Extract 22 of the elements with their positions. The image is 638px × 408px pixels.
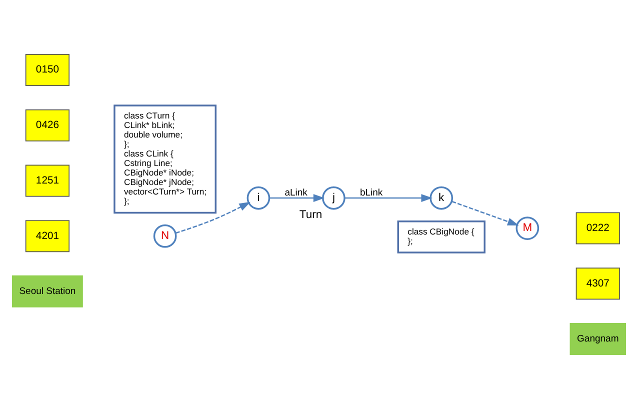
node-circle: i (246, 186, 270, 210)
node-circle: M (516, 216, 540, 240)
node-box: 4307 (576, 267, 620, 300)
node-circle: j (322, 186, 346, 210)
node-box: class CTurn { CLink* bLink; double volume; }; class CLink { Cstring Line; CBigNode* iNode; CBigNode* jNode; vector<CTurn*> Turn; }; (114, 104, 217, 214)
node-circle: k (430, 186, 454, 210)
node-box: 4201 (25, 220, 70, 252)
node-box: Seoul Station (12, 274, 83, 307)
edge-label: bLink (360, 186, 383, 198)
arrow (344, 194, 432, 202)
arrow (270, 194, 325, 202)
node-box: Gangnam (570, 322, 626, 354)
arrow (452, 200, 519, 226)
node-box: 0426 (25, 108, 70, 141)
arrow (175, 201, 250, 234)
node-box: class CBigNode { }; (397, 220, 486, 253)
node-label: Turn (299, 208, 322, 220)
node-circle: N (153, 224, 177, 248)
node-box: 0150 (25, 54, 70, 86)
node-box: 1251 (25, 164, 70, 196)
node-box: 0222 (576, 212, 620, 244)
edge-label: aLink (284, 186, 308, 198)
